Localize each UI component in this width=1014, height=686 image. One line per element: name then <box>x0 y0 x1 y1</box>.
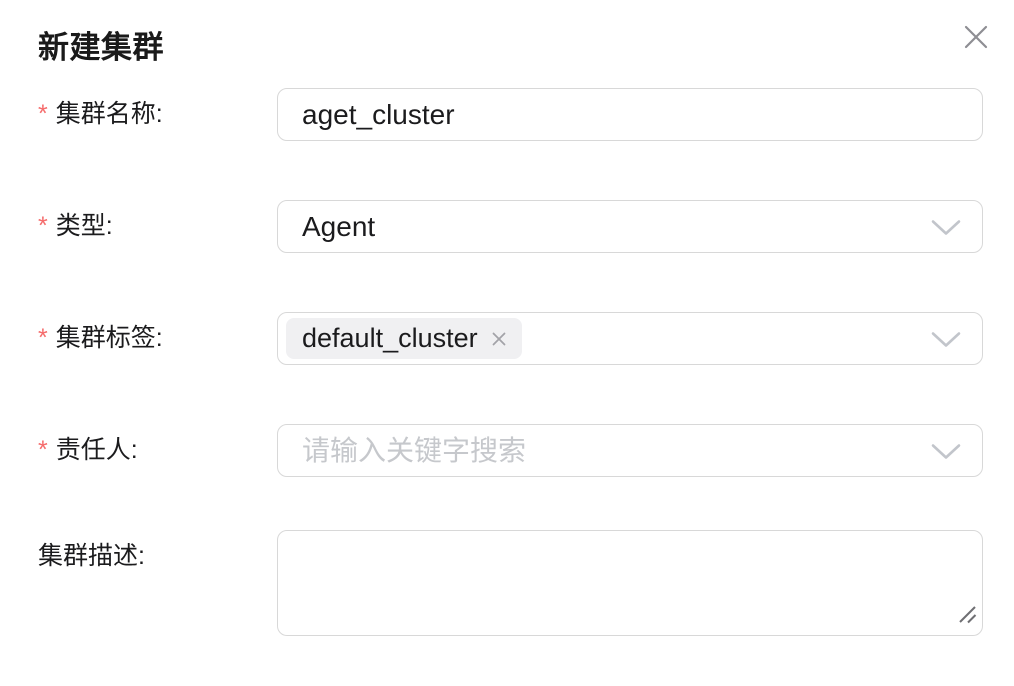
page-title: 新建集群 <box>38 30 164 65</box>
cluster-tags-label-text: 集群标签: <box>55 324 163 352</box>
chevron-down-icon <box>931 435 961 467</box>
cluster-name-label-text: 集群名称: <box>55 100 163 128</box>
cluster-name-label: *集群名称: <box>38 88 277 141</box>
owner-label-text: 责任人: <box>55 436 138 464</box>
required-mark: * <box>38 436 48 464</box>
cluster-tags-label: *集群标签: <box>38 312 277 365</box>
cluster-name-input-box <box>277 88 983 141</box>
field-row-type: *类型: Agent <box>38 200 983 253</box>
type-select-value: Agent <box>302 210 376 242</box>
field-row-owner: *责任人: <box>38 424 983 477</box>
tag-label: default_cluster <box>302 323 478 353</box>
tag-remove-button[interactable] <box>488 328 510 350</box>
required-mark: * <box>38 212 48 240</box>
chevron-down-icon <box>931 211 961 243</box>
required-mark: * <box>38 100 48 128</box>
tag-default-cluster: default_cluster <box>286 318 522 359</box>
field-row-cluster-name: *集群名称: <box>38 88 983 141</box>
type-label: *类型: <box>38 200 277 253</box>
chevron-down-icon <box>931 323 961 355</box>
description-label: 集群描述: <box>38 530 277 583</box>
type-select[interactable]: Agent <box>277 200 983 253</box>
owner-search-input[interactable] <box>302 434 918 467</box>
owner-select-box <box>277 424 983 477</box>
description-textarea[interactable] <box>277 530 983 636</box>
type-label-text: 类型: <box>55 212 113 240</box>
cluster-name-input[interactable] <box>302 98 958 131</box>
field-row-cluster-tags: *集群标签: default_cluster <box>38 312 983 365</box>
close-button[interactable] <box>961 22 991 52</box>
tag-close-icon <box>490 330 508 348</box>
required-mark: * <box>38 324 48 352</box>
close-icon <box>963 24 989 50</box>
owner-label: *责任人: <box>38 424 277 477</box>
field-row-description: 集群描述: <box>38 530 983 636</box>
description-label-text: 集群描述: <box>38 542 145 570</box>
cluster-tags-select[interactable]: default_cluster <box>277 312 983 365</box>
